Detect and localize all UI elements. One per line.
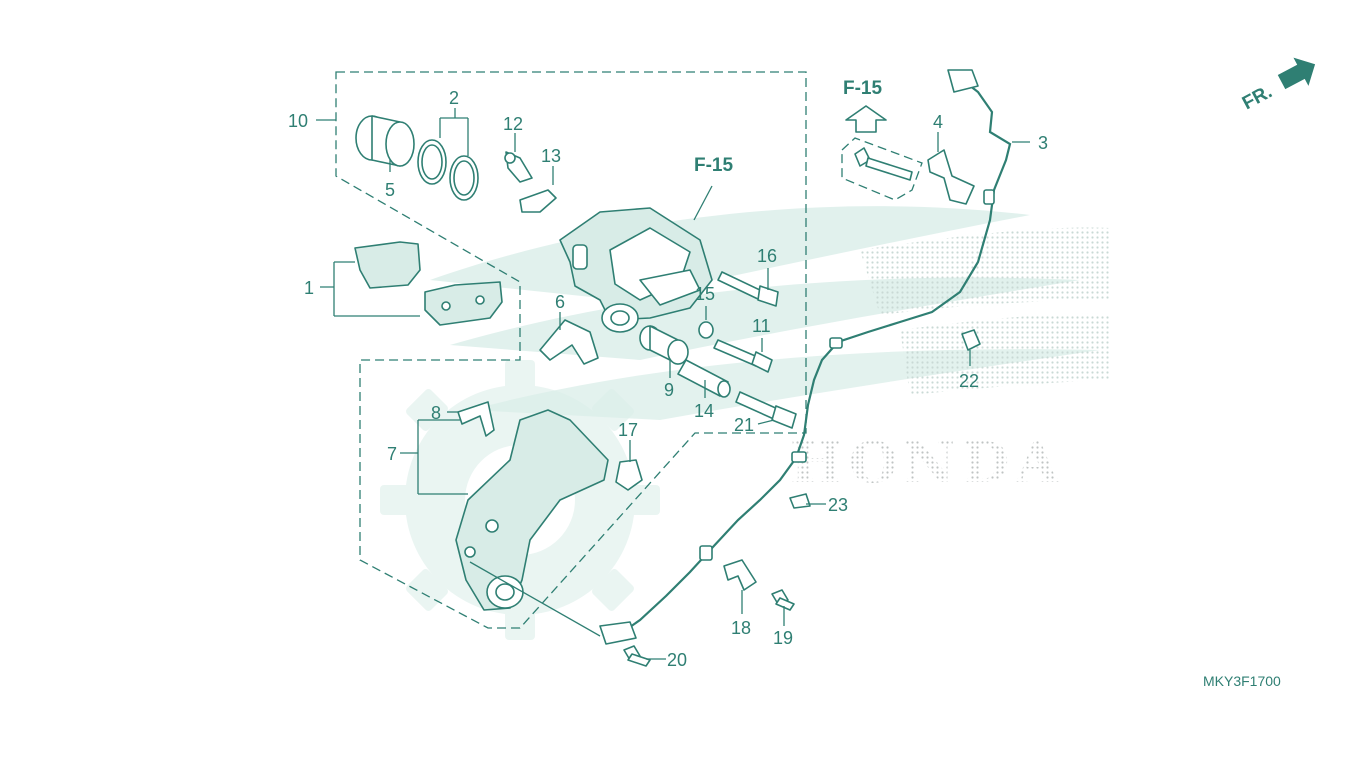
- callout-19: 19: [773, 628, 793, 648]
- callout-17: 17: [618, 420, 638, 440]
- reference-label-bolt: F-15: [843, 78, 883, 99]
- callout-15: 15: [695, 284, 715, 304]
- washer-part: [698, 321, 714, 339]
- leader-lines: [316, 108, 1030, 660]
- callout-20: 20: [667, 650, 687, 670]
- callout-21: 21: [734, 415, 754, 435]
- cable-guide-part: [723, 559, 757, 591]
- callout-3: 3: [1038, 133, 1048, 153]
- pin-boot-part: [639, 325, 689, 365]
- callout-12: 12: [503, 114, 523, 134]
- cable-clip-part: [789, 493, 811, 509]
- forward-arrow-icon: [1277, 57, 1316, 90]
- honda-wordmark: HONDA: [790, 430, 1065, 496]
- callout-16: 16: [757, 246, 777, 266]
- abs-sensor-cable: [599, 69, 1012, 645]
- bleed-cap-part: [519, 189, 557, 213]
- reference-up-arrow-icon: [845, 105, 887, 133]
- bracket-rubber-part: [615, 459, 643, 491]
- callout-14: 14: [694, 401, 714, 421]
- caliper-assembly-boundary: [335, 71, 807, 629]
- callout-13: 13: [541, 146, 561, 166]
- reference-label-caliper: F-15: [694, 155, 734, 176]
- callout-2: 2: [449, 88, 459, 108]
- caliper-body-part: [559, 207, 713, 333]
- callout-23: 23: [828, 495, 848, 515]
- slide-pin-part: [713, 339, 773, 373]
- callout-4: 4: [933, 112, 943, 132]
- callout-10: 10: [288, 111, 308, 131]
- bleed-valve-part: [504, 151, 533, 183]
- pin-bolt-upper-part: [717, 271, 779, 307]
- reference-bolt-part: [854, 147, 913, 181]
- cable-clamp-part: [961, 329, 981, 351]
- bolt-ref-boundary: [841, 137, 923, 201]
- piston-part: [355, 115, 415, 167]
- sensor-bolt-part: [623, 645, 651, 667]
- guide-bolt-part: [771, 589, 795, 611]
- forward-label: FR.: [1239, 81, 1276, 114]
- callout-22: 22: [959, 371, 979, 391]
- callout-9: 9: [664, 380, 674, 400]
- piston-seal-part: [417, 139, 479, 201]
- retainer-clip-part: [457, 401, 495, 437]
- callout-7: 7: [387, 444, 397, 464]
- callout-8: 8: [431, 403, 441, 423]
- drawing-code: MKY3F1700: [1203, 673, 1281, 689]
- sleeve-part: [677, 359, 731, 398]
- callout-18: 18: [731, 618, 751, 638]
- callout-6: 6: [555, 292, 565, 312]
- callout-11: 11: [752, 316, 771, 336]
- pin-bolt-lower-part: [735, 391, 797, 429]
- pad-spring-part: [539, 319, 599, 365]
- callout-5: 5: [385, 180, 395, 200]
- brake-pad-part: [354, 241, 503, 326]
- forward-direction-indicator: FR.: [1239, 57, 1316, 114]
- callout-1: 1: [304, 278, 314, 298]
- sensor-bracket-part: [927, 149, 975, 205]
- callout-labels: 1 2 3 4 5 6 7 8 9 10 11 12 13 14 15 16 1…: [288, 88, 1048, 670]
